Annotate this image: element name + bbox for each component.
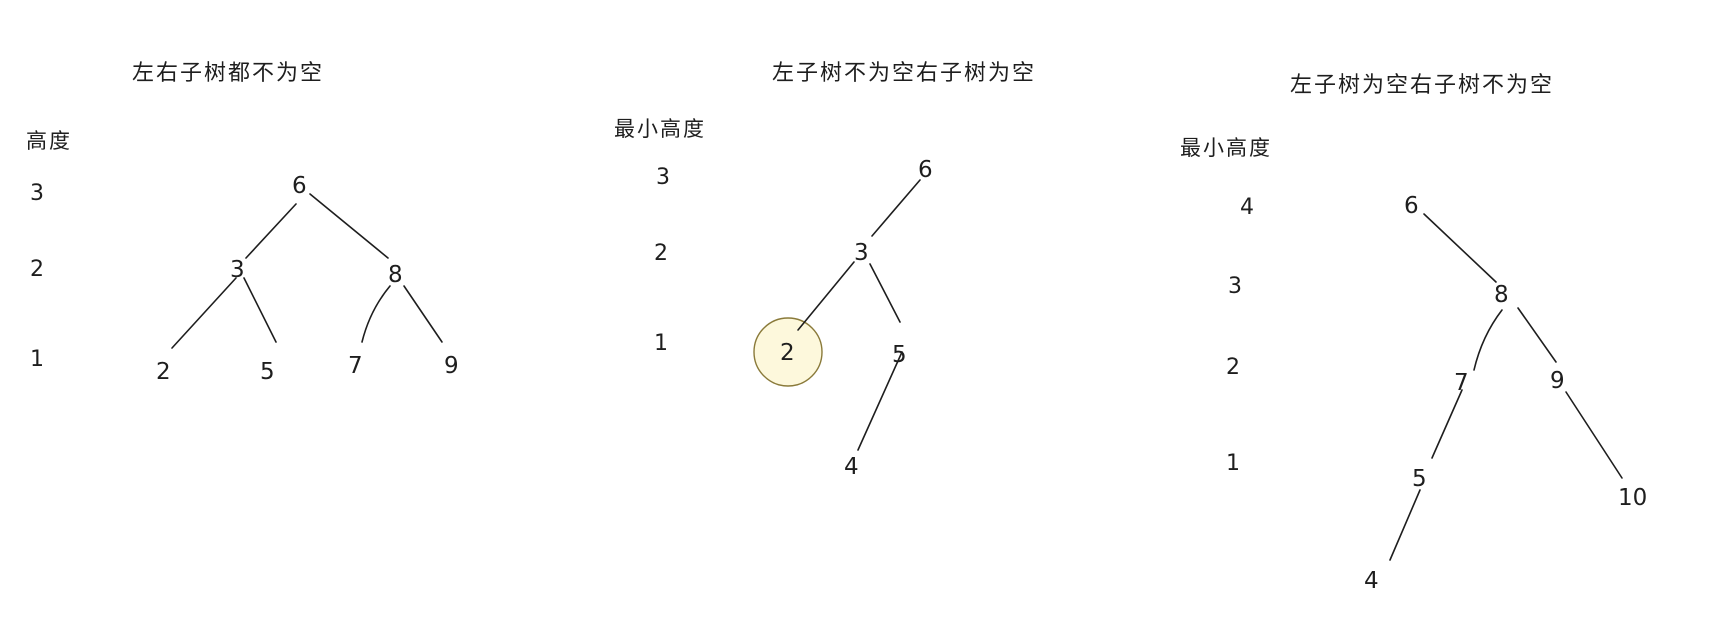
panel-3: 左子树为空右子树不为空 最小高度 4 3 2 1 6 8 7 9 5 10 4 bbox=[1180, 73, 1647, 594]
panel-2-highlight-circle bbox=[753, 317, 823, 387]
panel-1-edge-6-8 bbox=[309, 193, 389, 259]
panel-1-node: 5 bbox=[260, 359, 275, 385]
panel-3-node: 6 bbox=[1404, 193, 1419, 219]
panel-2-title: 左子树不为空右子树为空 bbox=[772, 61, 1036, 86]
panel-3-level-1: 1 bbox=[1226, 451, 1240, 476]
panel-3-title: 左子树为空右子树不为空 bbox=[1290, 73, 1554, 98]
panel-2-edge-3-2 bbox=[797, 261, 855, 331]
panel-3-node: 5 bbox=[1412, 466, 1427, 492]
panel-1: 左右子树都不为空 高度 3 2 1 6 3 8 2 5 7 9 bbox=[26, 61, 459, 385]
panel-2-edge-3-5 bbox=[869, 263, 901, 323]
panel-3-node: 7 bbox=[1454, 370, 1469, 396]
panel-2: 左子树不为空右子树为空 最小高度 3 2 1 6 3 2 5 4 bbox=[614, 61, 1036, 480]
panel-1-level-3: 3 bbox=[30, 181, 44, 206]
panel-1-node: 3 bbox=[230, 257, 245, 283]
panel-3-level-3: 3 bbox=[1228, 274, 1242, 299]
panel-2-node: 5 bbox=[892, 342, 907, 368]
panel-1-node: 7 bbox=[348, 353, 363, 379]
panel-3-edge-8-9 bbox=[1517, 307, 1557, 363]
panel-3-edge-9-10 bbox=[1565, 391, 1623, 479]
panel-2-axis-label: 最小高度 bbox=[614, 117, 706, 141]
panel-3-node: 10 bbox=[1618, 485, 1647, 511]
panel-2-level-1: 1 bbox=[654, 331, 668, 356]
panel-3-node: 4 bbox=[1364, 568, 1379, 594]
panel-1-edge-3-2 bbox=[171, 277, 237, 349]
panel-2-highlighted-node: 2 bbox=[780, 340, 795, 366]
panel-1-axis-label: 高度 bbox=[26, 129, 72, 153]
panel-3-edge-7-5 bbox=[1431, 389, 1463, 459]
panel-3-axis-label: 最小高度 bbox=[1180, 136, 1272, 160]
panel-1-level-1: 1 bbox=[30, 347, 44, 372]
panel-1-node: 8 bbox=[388, 262, 403, 288]
panel-1-edge-8-9 bbox=[403, 285, 443, 343]
panel-1-edge-8-7 bbox=[361, 285, 391, 343]
panel-2-node: 3 bbox=[854, 240, 869, 266]
panel-3-level-2: 2 bbox=[1226, 355, 1240, 380]
panel-2-level-2: 2 bbox=[654, 241, 668, 266]
panel-3-edge-5-4 bbox=[1389, 489, 1421, 561]
panel-3-level-4: 4 bbox=[1240, 195, 1254, 220]
panel-1-edge-6-3 bbox=[245, 203, 297, 259]
panel-2-node: 6 bbox=[918, 157, 933, 183]
panel-1-node: 6 bbox=[292, 173, 307, 199]
panel-3-node: 8 bbox=[1494, 282, 1509, 308]
panel-3-edge-8-7 bbox=[1473, 309, 1503, 371]
panel-2-edge-5-4 bbox=[857, 351, 903, 451]
panel-3-edge-6-8 bbox=[1423, 213, 1497, 283]
panel-1-level-2: 2 bbox=[30, 257, 44, 282]
panel-2-level-3: 3 bbox=[656, 165, 670, 190]
panel-1-node: 2 bbox=[156, 359, 171, 385]
panel-1-node: 9 bbox=[444, 353, 459, 379]
panel-1-title: 左右子树都不为空 bbox=[132, 61, 324, 86]
panel-3-node: 9 bbox=[1550, 368, 1565, 394]
panel-1-edge-3-5 bbox=[243, 277, 277, 343]
panel-2-node: 4 bbox=[844, 454, 859, 480]
panel-2-edge-6-3 bbox=[871, 179, 921, 237]
